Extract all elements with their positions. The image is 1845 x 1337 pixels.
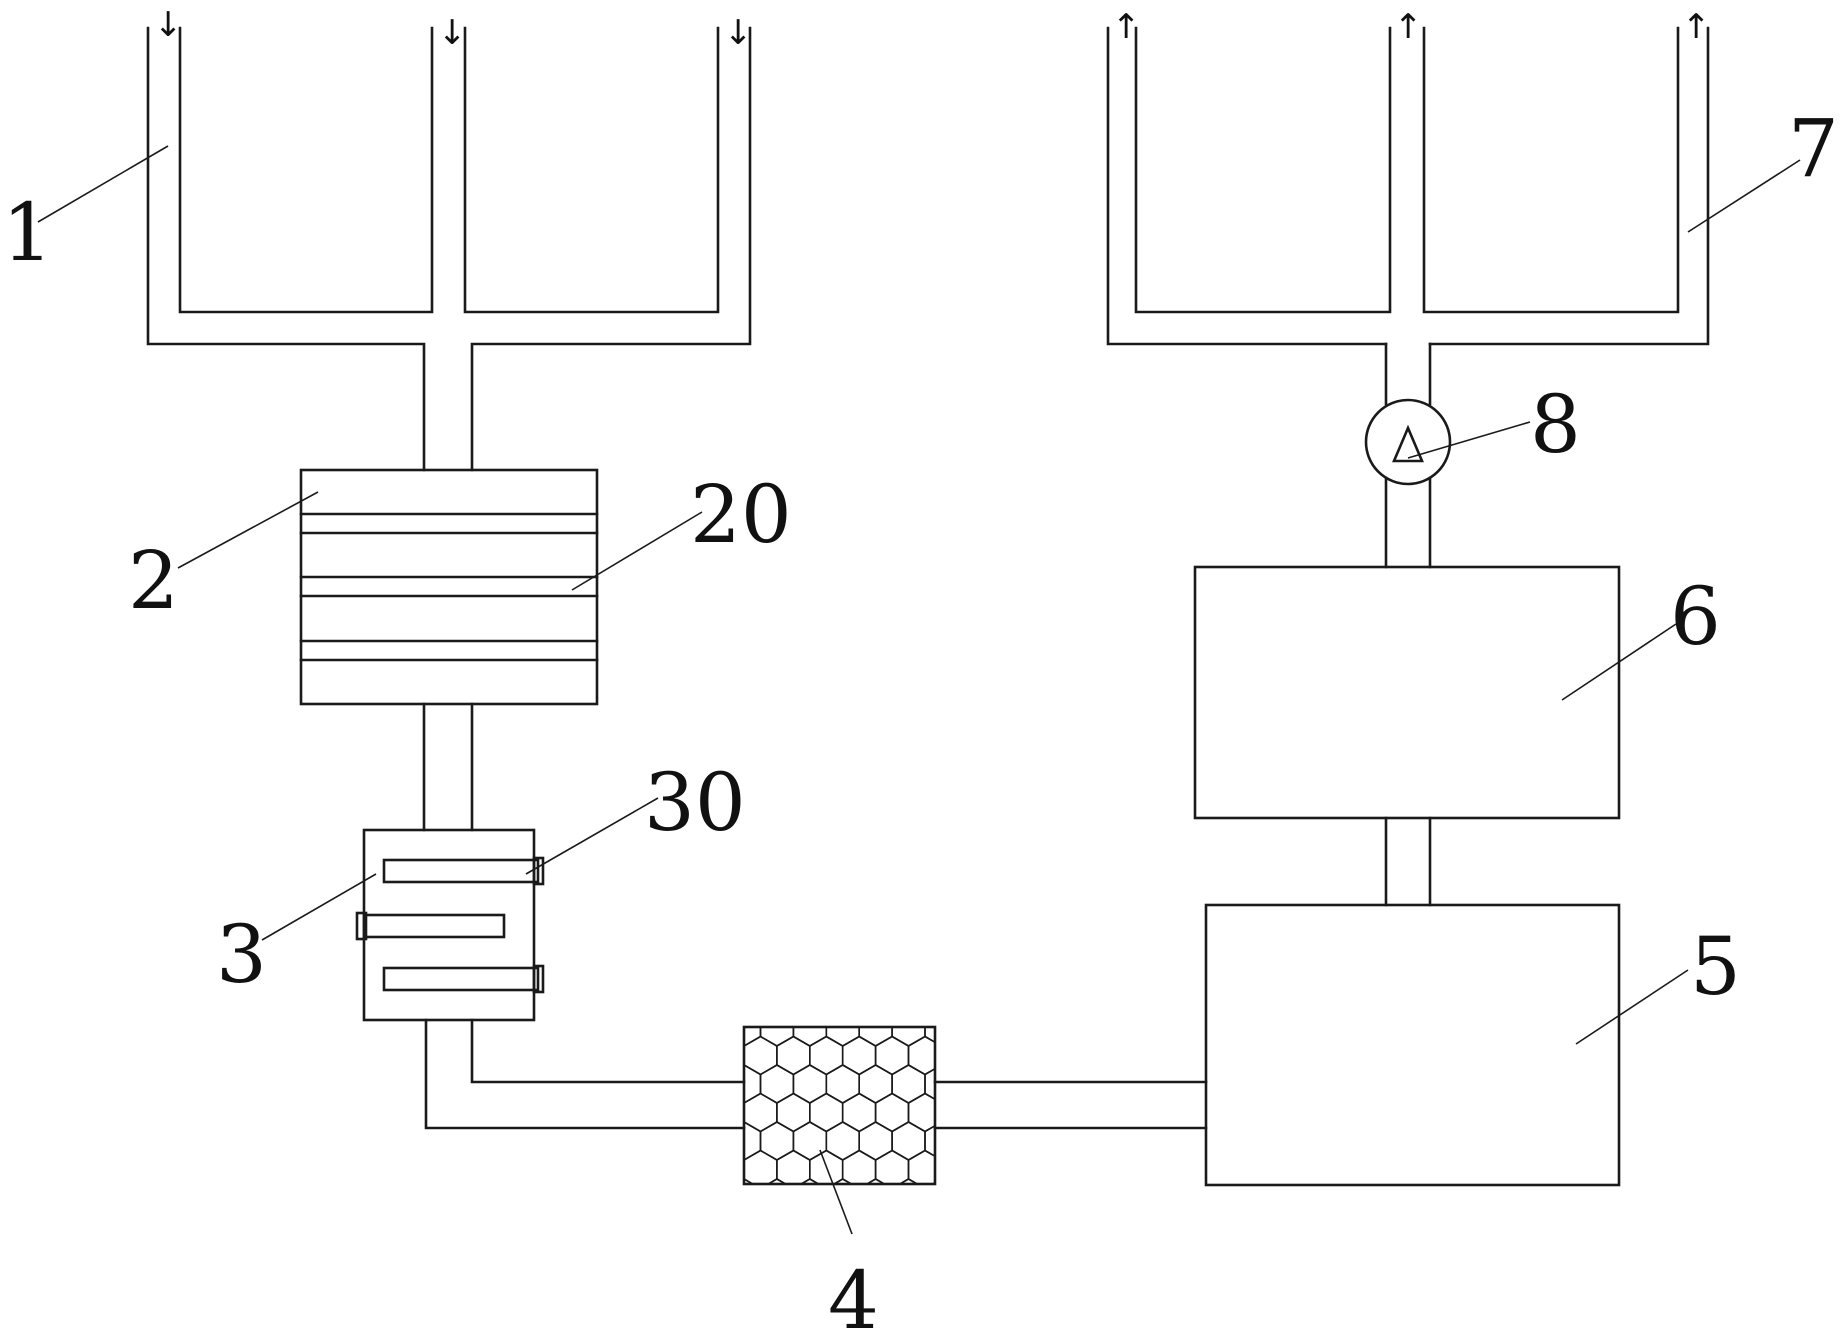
pipe-box-6-to-outlet — [1384, 342, 1432, 569]
honeycomb-cell — [825, 1121, 861, 1161]
honeycomb-cell — [825, 1064, 861, 1104]
honeycomb-cell — [792, 1064, 828, 1104]
heating-rod-1 — [382, 858, 540, 884]
leader-lines — [37, 145, 1801, 1235]
box-6 — [1193, 565, 1621, 820]
honeycomb-body — [742, 1025, 937, 1186]
honeycomb-cell — [695, 1008, 728, 1046]
honeycomb-cell — [841, 1035, 877, 1076]
leader-1 — [37, 145, 169, 223]
honeycomb-cell — [874, 1035, 910, 1076]
outlet-arrow-3: ↑ — [1682, 7, 1711, 47]
inlet-manifold-right-outer — [470, 26, 752, 472]
honeycomb-cell — [808, 1035, 844, 1076]
label-20: 20 — [690, 468, 792, 561]
honeycomb-cells — [695, 1008, 975, 1217]
labels: 1 2 20 3 30 4 5 6 7 8 — [2, 102, 1839, 1337]
leader-2 — [177, 491, 319, 569]
heating-rod-1-terminal — [532, 856, 545, 886]
label-8: 8 — [1530, 378, 1581, 471]
honeycomb-cell — [841, 1092, 877, 1133]
honeycomb-unit — [695, 1008, 975, 1217]
inlet-arrow-2: ↓ — [438, 13, 467, 53]
honeycomb-cell — [744, 1159, 745, 1180]
pipe-honeycomb-to-box-5 — [933, 1080, 1208, 1130]
outlet-manifold-right-outer — [1428, 26, 1710, 346]
pipe-heater-outlet-inner — [470, 1018, 746, 1084]
fan-unit — [1364, 398, 1452, 486]
honeycomb-cell — [744, 1035, 778, 1076]
outlet-manifold: ↑ ↑ ↑ — [1106, 7, 1711, 346]
inlet-branch-left-inner — [178, 26, 434, 314]
heating-rod-2-terminal — [355, 911, 368, 941]
label-1: 1 — [2, 186, 53, 279]
honeycomb-cell — [891, 1121, 926, 1161]
honeycomb-cell — [695, 1179, 728, 1217]
fan-triangle-icon — [1392, 424, 1424, 463]
honeycomb-cell — [942, 1094, 975, 1132]
heating-rod-3-terminal — [532, 964, 545, 994]
pipe-filter-to-heater — [422, 702, 474, 832]
honeycomb-cell — [695, 1065, 728, 1103]
honeycomb-cell — [924, 1067, 935, 1101]
honeycomb-cell — [858, 1121, 893, 1161]
honeycomb-cell — [744, 1092, 778, 1133]
honeycomb-cell — [942, 1037, 975, 1075]
inlet-arrow-3: ↓ — [724, 13, 753, 53]
pipe-heater-outlet-outer — [424, 1018, 746, 1130]
honeycomb-cell — [924, 1124, 935, 1158]
label-30: 30 — [644, 756, 746, 849]
honeycomb-cell — [808, 1092, 844, 1133]
leader-7 — [1687, 159, 1801, 233]
heater-body — [362, 828, 536, 1022]
honeycomb-cell — [744, 1045, 745, 1066]
honeycomb-cell — [776, 1035, 811, 1076]
leader-4 — [819, 1149, 853, 1235]
honeycomb-cell — [942, 1151, 975, 1189]
fan-housing — [1364, 398, 1452, 486]
honeycomb-cell — [759, 1121, 795, 1161]
outlet-arrow-1: ↑ — [1112, 7, 1141, 47]
label-4: 4 — [828, 1254, 879, 1337]
outlet-branch-right-inner — [1422, 26, 1680, 314]
label-6: 6 — [1670, 570, 1721, 663]
leader-6 — [1561, 623, 1677, 701]
honeycomb-cell — [776, 1092, 811, 1133]
heater-unit — [355, 828, 545, 1022]
honeycomb-cell — [907, 1035, 935, 1076]
inlet-branch-right-inner — [463, 26, 720, 314]
filter-unit — [299, 468, 599, 706]
outlet-arrow-2: ↑ — [1394, 7, 1423, 47]
label-5: 5 — [1690, 920, 1741, 1013]
honeycomb-cell — [907, 1092, 935, 1133]
leader-3 — [261, 873, 377, 941]
honeycomb-cell — [858, 1064, 893, 1104]
heating-rod-3 — [382, 966, 540, 992]
honeycomb-cell — [759, 1064, 795, 1104]
label-2: 2 — [128, 534, 179, 627]
inlet-arrow-1: ↓ — [154, 5, 183, 45]
leader-30 — [525, 797, 659, 875]
box-5 — [1204, 903, 1621, 1187]
leader-8 — [1407, 421, 1531, 459]
honeycomb-cell — [874, 1092, 910, 1133]
outlet-manifold-left-outer — [1106, 26, 1388, 346]
honeycomb-cell — [891, 1064, 926, 1104]
honeycomb-cell — [744, 1102, 745, 1123]
inlet-manifold: ↓ ↓ ↓ — [146, 5, 753, 472]
honeycomb-cell — [907, 1149, 935, 1184]
inlet-manifold-outer — [146, 26, 426, 472]
filter-body — [299, 468, 599, 706]
leader-5 — [1575, 969, 1689, 1045]
pipe-box-5-to-box-6 — [1384, 816, 1432, 907]
pipe-heater-to-honeycomb — [424, 1018, 746, 1130]
heating-rod-2 — [362, 913, 506, 939]
label-3: 3 — [216, 908, 267, 1001]
label-7: 7 — [1788, 102, 1839, 195]
leader-20 — [571, 511, 703, 591]
outlet-branch-left-inner — [1134, 26, 1392, 314]
